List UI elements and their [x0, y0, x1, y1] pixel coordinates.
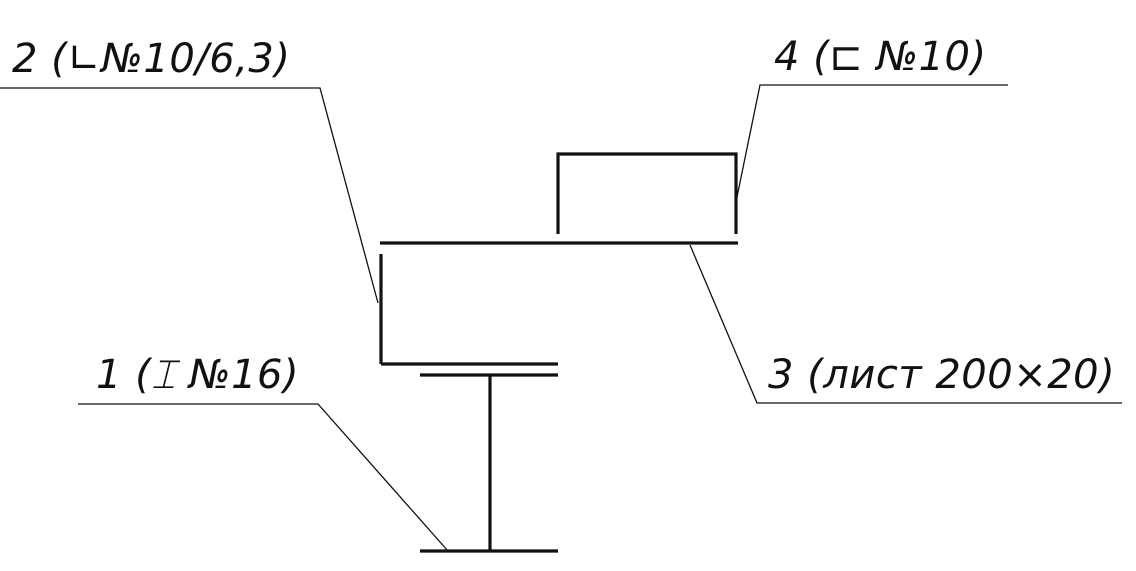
leader-part-3 [689, 244, 1122, 404]
i-beam-part-1 [420, 373, 558, 553]
label-part-3: 3 (лист 200×20) [768, 352, 1115, 398]
label-part-2: 2 (∟№10/6,3) [12, 36, 290, 82]
channel-part-4 [556, 152, 738, 234]
leader-part-2 [0, 87, 379, 304]
label-part-1: 1 (⌶ №16) [96, 352, 299, 398]
label-part-4: 4 (⊏ №10) [774, 34, 987, 80]
leader-part-4 [736, 84, 1008, 198]
leader-part-1 [78, 403, 449, 552]
angle-part-2 [379, 254, 558, 366]
